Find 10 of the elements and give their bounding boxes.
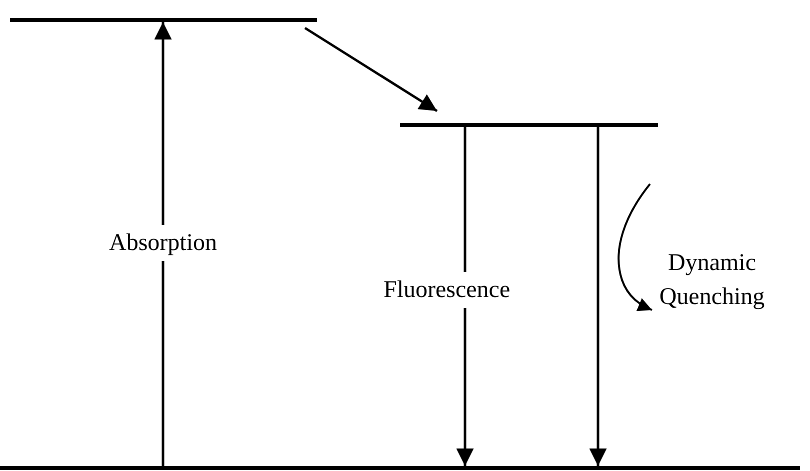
arrow: [589, 127, 607, 466]
arrow: [456, 127, 474, 466]
energy-level: [400, 123, 658, 127]
edge-label: Fluorescence: [384, 272, 510, 308]
energy-level: [10, 18, 317, 22]
energy-level: [0, 466, 800, 470]
edge-label: Dynamic Quenching: [658, 249, 766, 312]
arrow: [304, 26, 438, 112]
arrow: [154, 22, 172, 466]
edge-label: Absorption: [109, 225, 217, 261]
